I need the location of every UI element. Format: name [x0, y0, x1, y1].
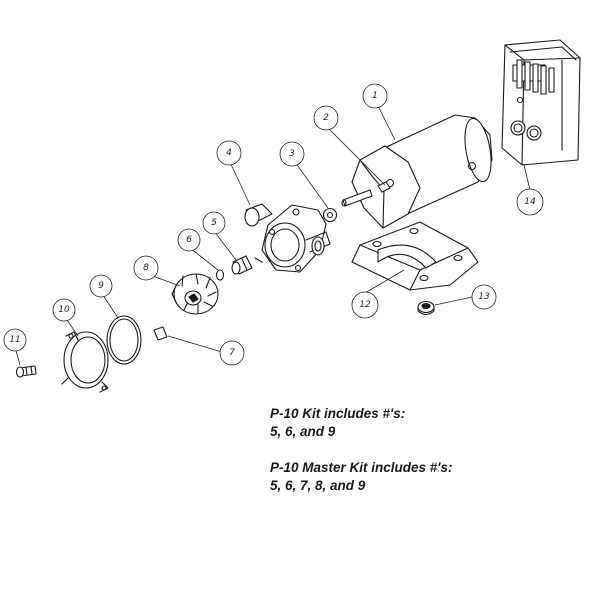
callout-label-8: 8	[143, 263, 149, 273]
callout-label-12: 12	[359, 300, 371, 310]
callout-circle-7	[219, 340, 245, 366]
fitting-part-5	[231, 255, 253, 275]
callout-circle-2	[313, 105, 339, 131]
bolt-part-11	[15, 365, 37, 378]
pump-body-part-4	[244, 203, 331, 273]
cover-plate-part-10	[61, 331, 109, 393]
callout-label-5: 5	[211, 218, 217, 228]
callout-circle-5	[202, 211, 226, 235]
grommet-part-13	[417, 300, 435, 316]
callout-label-10: 10	[58, 305, 70, 315]
key-part-7	[153, 326, 168, 341]
gasket-part-9	[106, 315, 142, 365]
mounting-bracket-part-12	[351, 221, 479, 291]
callout-label-14: 14	[524, 197, 536, 207]
callout-label-11: 11	[9, 335, 20, 345]
callout-label-6: 6	[186, 235, 192, 245]
callout-label-1: 1	[372, 91, 378, 101]
callout-circle-10	[52, 298, 76, 322]
callout-label-9: 9	[98, 281, 104, 291]
callout-circle-14	[516, 188, 544, 216]
callout-circle-12	[351, 291, 379, 319]
callout-label-4: 4	[226, 148, 232, 158]
callout-label-3: 3	[289, 149, 295, 159]
kit-title-p10: P-10 Kit includes #'s:	[270, 406, 406, 421]
callout-circle-4	[216, 140, 242, 166]
callout-circle-13	[471, 284, 497, 310]
impeller-part-8	[171, 273, 219, 315]
callout-circle-8	[133, 255, 159, 281]
callout-label-7: 7	[229, 348, 235, 358]
callout-label-13: 13	[478, 292, 490, 302]
kit-items-p10: 5, 6, and 9	[270, 424, 336, 439]
callout-circle-6	[177, 228, 201, 252]
washer-part-3	[322, 207, 338, 223]
o-ring-part-6	[215, 269, 225, 281]
control-box-part-14	[501, 39, 581, 166]
kit-title-p10-master: P-10 Master Kit includes #'s:	[270, 460, 453, 475]
kit-items-p10-master: 5, 6, 7, 8, and 9	[270, 478, 366, 493]
callout-label-2: 2	[323, 113, 329, 123]
callout-circle-1	[362, 83, 388, 109]
motor-part-1	[341, 114, 493, 229]
callout-circle-3	[279, 141, 305, 167]
callout-circle-9	[89, 274, 113, 298]
callout-circle-11	[3, 328, 27, 352]
